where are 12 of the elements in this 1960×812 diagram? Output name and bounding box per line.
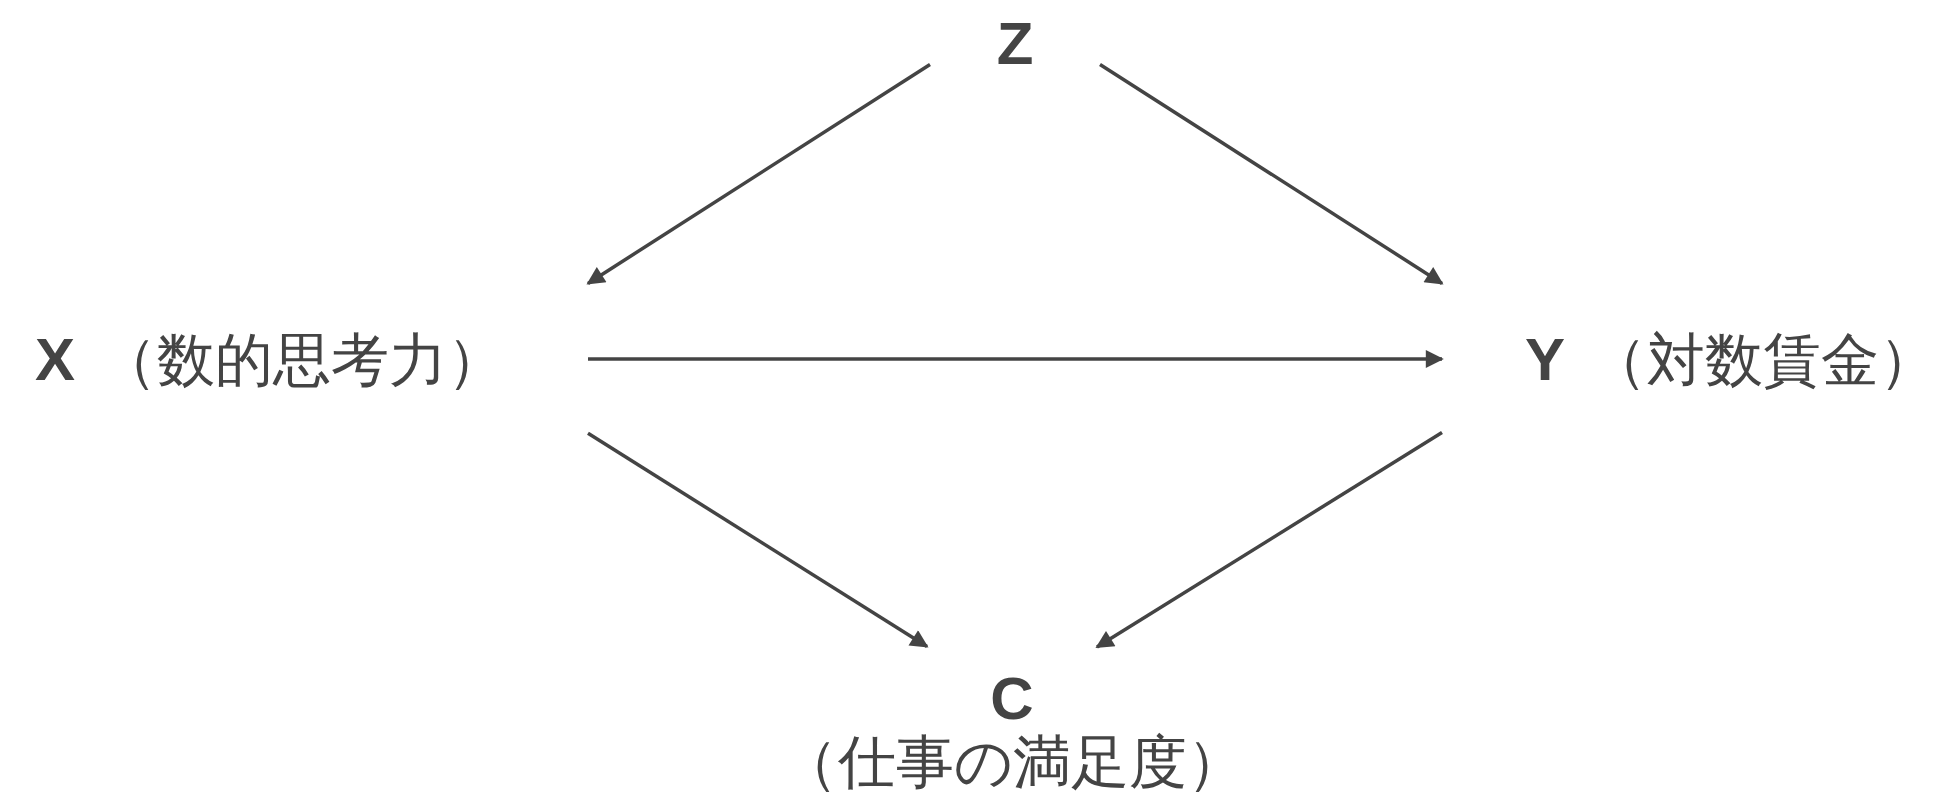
- variable-description: （対数賃金）: [1589, 331, 1937, 389]
- variable-description: （仕事の満足度）: [779, 733, 1245, 791]
- arrow: [587, 431, 929, 648]
- variable-label: Y: [1525, 330, 1565, 390]
- arrow: [588, 350, 1444, 368]
- variable-label: C: [990, 669, 1034, 729]
- arrow: [586, 62, 931, 285]
- arrow: [1099, 62, 1444, 285]
- variable-label: X: [35, 330, 75, 390]
- variable-label: Z: [996, 14, 1034, 74]
- variable-description: （数的思考力）: [99, 331, 505, 389]
- arrow: [1095, 430, 1443, 649]
